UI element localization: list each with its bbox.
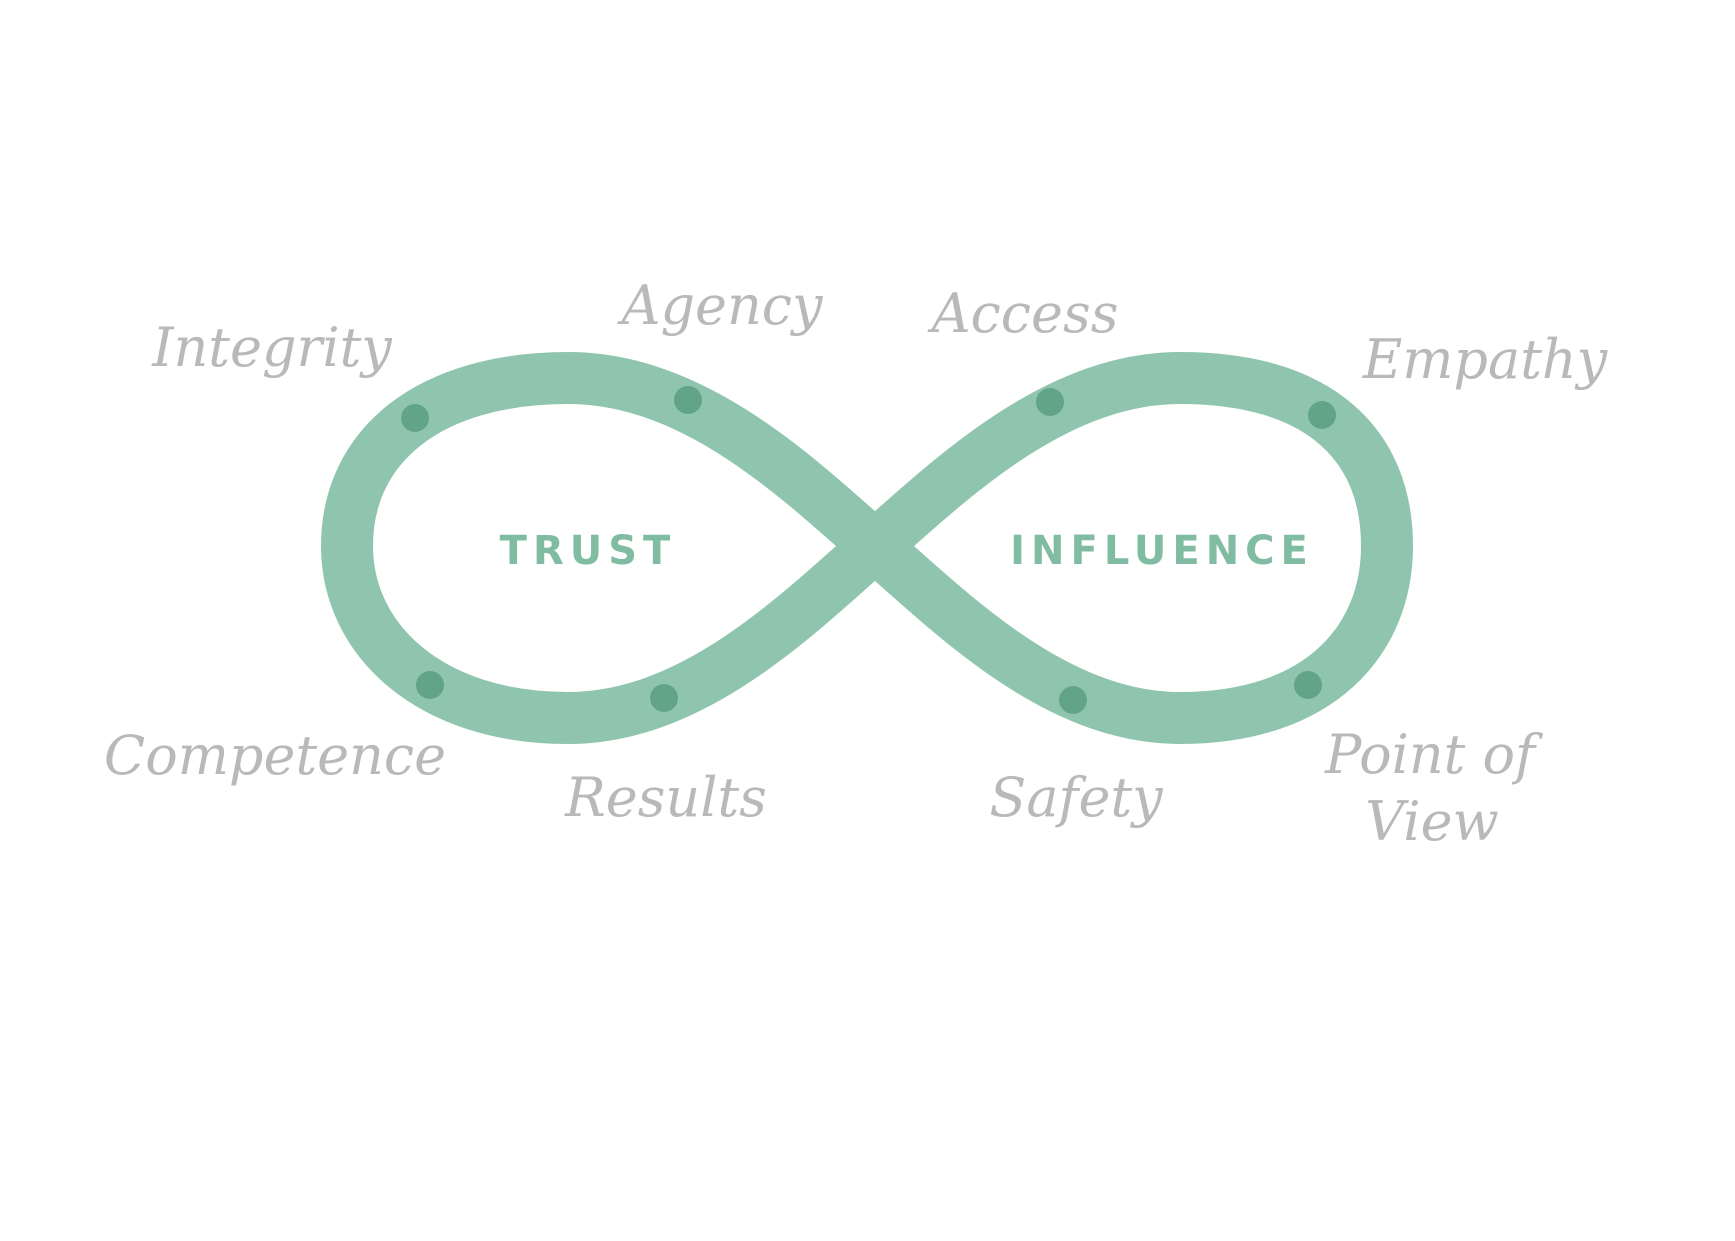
influence-label: INFLUENCE: [1010, 528, 1314, 574]
safety-term: Safety: [989, 766, 1164, 829]
competence-dot: [416, 671, 444, 699]
agency-term: Agency: [616, 274, 824, 337]
point-of-view-term-line1: Point of: [1324, 723, 1543, 786]
access-dot: [1036, 388, 1064, 416]
trust-label: TRUST: [500, 528, 677, 574]
point-of-view-dot: [1294, 671, 1322, 699]
agency-dot: [674, 386, 702, 414]
results-term: Results: [564, 766, 767, 829]
results-dot: [650, 684, 678, 712]
safety-dot: [1059, 686, 1087, 714]
empathy-term: Empathy: [1362, 328, 1609, 391]
infinity-loop: [321, 352, 1413, 744]
point-of-view-term-line2: View: [1365, 790, 1499, 853]
empathy-dot: [1308, 401, 1336, 429]
competence-term: Competence: [104, 724, 446, 787]
integrity-dot: [401, 404, 429, 432]
integrity-term: Integrity: [151, 316, 393, 379]
access-term: Access: [927, 282, 1119, 345]
